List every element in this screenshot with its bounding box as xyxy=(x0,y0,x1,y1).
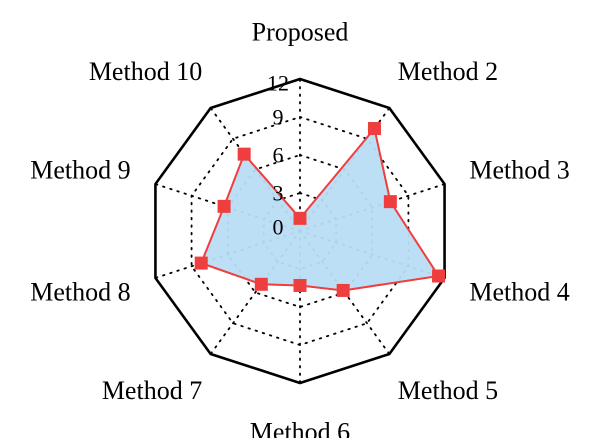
tick-label-3: 3 xyxy=(273,181,284,206)
series-layer xyxy=(194,122,446,297)
axis-label-method-9: Method 9 xyxy=(30,156,130,185)
axis-label-method-2: Method 2 xyxy=(398,57,498,86)
tick-label-9: 9 xyxy=(273,105,284,130)
tick-labels: 0 3 6 9 12 xyxy=(267,71,289,240)
data-point-proposed xyxy=(293,211,307,225)
data-point-method-8 xyxy=(194,256,208,270)
data-point-method-6 xyxy=(293,278,307,292)
data-point-method-7 xyxy=(254,277,268,291)
axis-label-method-4: Method 4 xyxy=(469,277,569,306)
spoke-method-7 xyxy=(209,230,301,355)
tick-label-12: 12 xyxy=(267,71,289,96)
data-point-method-2 xyxy=(367,122,381,136)
data-point-method-9 xyxy=(217,199,231,213)
axis-label-method-5: Method 5 xyxy=(398,376,498,405)
axis-label-method-7: Method 7 xyxy=(102,376,202,405)
data-point-method-4 xyxy=(432,269,446,283)
axis-label-proposed: Proposed xyxy=(252,18,349,47)
series-area xyxy=(201,128,439,291)
axis-label-method-8: Method 8 xyxy=(30,277,130,306)
outer-ring xyxy=(154,77,446,385)
axis-label-method-3: Method 3 xyxy=(469,156,569,185)
data-point-method-5 xyxy=(336,283,350,297)
data-point-method-3 xyxy=(383,195,397,209)
axis-label-method-6: Method 6 xyxy=(250,418,350,438)
tick-label-6: 6 xyxy=(273,143,284,168)
tick-label-0: 0 xyxy=(273,215,284,240)
axis-label-method-10: Method 10 xyxy=(89,57,202,86)
data-point-method-10 xyxy=(237,147,251,161)
